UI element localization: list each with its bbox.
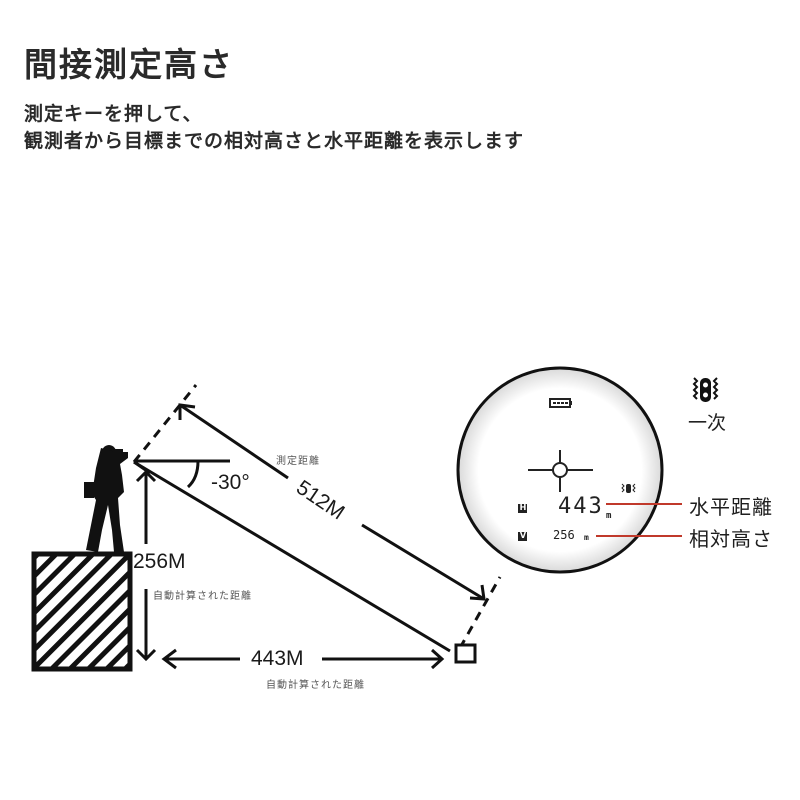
height-value: 256M	[133, 550, 186, 573]
horizontal-distance-caption: 自動計算された距離	[266, 680, 365, 691]
measured-distance-arrow	[178, 403, 486, 601]
height-unit: m	[584, 533, 589, 542]
crosshair-icon	[528, 450, 593, 492]
callout-label-horizontal-distance: 水平距離	[689, 495, 773, 519]
battery-full-icon	[549, 398, 572, 408]
page-description: 測定キーを押して、 観測者から目標までの相対高さと水平距離を表示します	[24, 101, 524, 155]
mode-legend-label: 一次	[688, 412, 727, 434]
line-of-sight	[133, 460, 451, 653]
horizontal-readout: 443	[558, 494, 604, 519]
callout-label-relative-height: 相対高さ	[689, 527, 773, 551]
v-badge-label: V	[519, 531, 527, 540]
target-line-dashed	[458, 576, 502, 649]
measured-distance-caption: 測定距離	[276, 456, 320, 467]
h-badge-label: H	[519, 503, 527, 512]
horizontal-distance-value: 443M	[251, 647, 304, 670]
height-arrow-down	[135, 589, 157, 662]
v-badge	[518, 532, 527, 541]
single-measure-icon	[621, 483, 636, 493]
horizontal-distance-arrow	[161, 648, 445, 670]
rangefinder-display	[456, 366, 682, 574]
building-block	[31, 551, 133, 672]
angle-label: -30°	[211, 471, 250, 494]
angle-arc	[186, 460, 200, 489]
description-line-2: 観測者から目標までの相対高さと水平距離を表示します	[24, 130, 525, 152]
height-caption: 自動計算された距離	[153, 591, 252, 602]
target-marker	[454, 643, 477, 664]
h-badge	[518, 504, 527, 513]
description-line-1: 測定キーを押して、	[24, 103, 203, 125]
observer-silhouette-icon	[84, 445, 128, 552]
sight-line-dashed	[132, 384, 198, 463]
height-readout: 256	[553, 528, 575, 542]
height-arrow-up	[135, 469, 157, 544]
mode-legend-icon	[692, 377, 719, 402]
horizontal-unit: m	[606, 511, 612, 521]
page-title: 間接測定高さ	[24, 45, 234, 84]
